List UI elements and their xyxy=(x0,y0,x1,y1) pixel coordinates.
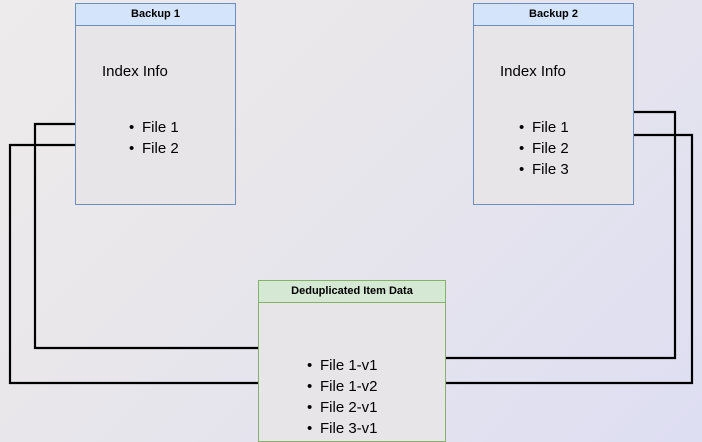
list-item: File 1-v2 xyxy=(307,376,378,397)
deduplicated-item-data-title: Deduplicated Item Data xyxy=(259,281,445,303)
list-item: File 1 xyxy=(519,117,569,138)
backup-1-node[interactable]: Backup 1 Index Info File 1 File 2 xyxy=(75,3,236,205)
list-item: File 3 xyxy=(519,159,569,180)
backup-2-title: Backup 2 xyxy=(474,4,633,26)
backup-1-title: Backup 1 xyxy=(76,4,235,26)
backup-1-index-label: Index Info xyxy=(102,63,168,80)
list-item: File 2 xyxy=(129,138,179,159)
list-item: File 3-v1 xyxy=(307,418,378,439)
list-item: File 2 xyxy=(519,138,569,159)
list-item: File 2-v1 xyxy=(307,397,378,418)
backup-2-node[interactable]: Backup 2 Index Info File 1 File 2 File 3 xyxy=(473,3,634,205)
backup-2-index-label: Index Info xyxy=(500,63,566,80)
backup-1-body: Index Info File 1 File 2 xyxy=(76,26,235,204)
backup-2-file-list: File 1 File 2 File 3 xyxy=(519,117,569,180)
list-item: File 1-v1 xyxy=(307,355,378,376)
deduplicated-item-list: File 1-v1 File 1-v2 File 2-v1 File 3-v1 xyxy=(307,355,378,439)
backup-2-body: Index Info File 1 File 2 File 3 xyxy=(474,26,633,204)
backup-1-file-list: File 1 File 2 xyxy=(129,117,179,159)
list-item: File 1 xyxy=(129,117,179,138)
deduplicated-item-data-body: File 1-v1 File 1-v2 File 2-v1 File 3-v1 xyxy=(259,303,445,441)
deduplicated-item-data-node[interactable]: Deduplicated Item Data File 1-v1 File 1-… xyxy=(258,280,446,442)
